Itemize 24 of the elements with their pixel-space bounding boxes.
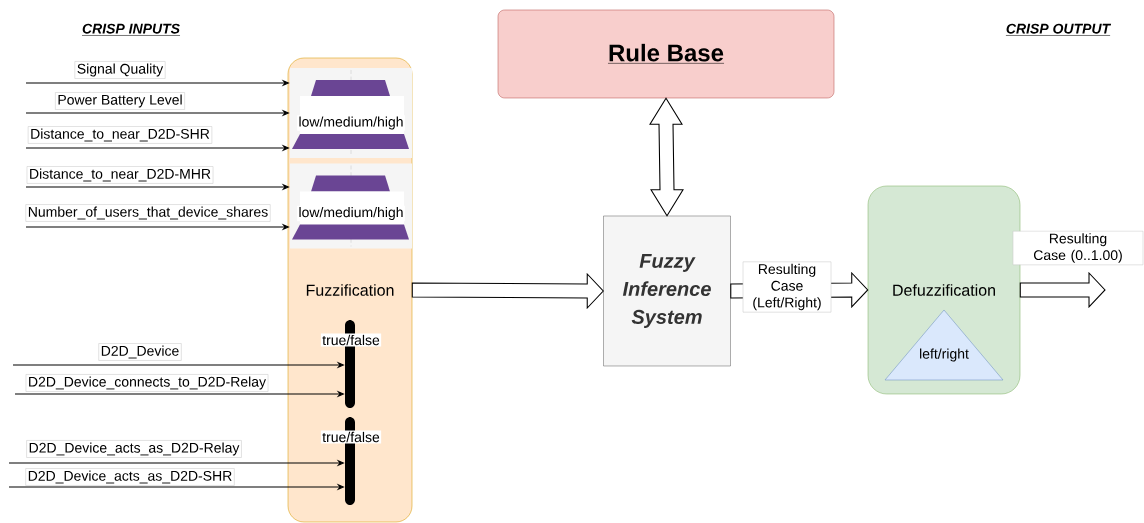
membership-function-drawing: low/medium/high — [290, 68, 412, 158]
boolean-bar: true/false — [320, 417, 382, 505]
inference-box: Fuzzy Inference System — [603, 215, 731, 367]
membership-function-drawing: low/medium/high — [290, 163, 412, 249]
edge-label: D2D_Device_acts_as_D2D-Relay — [26, 440, 242, 458]
block-arrow — [411, 272, 604, 310]
rule-base-box: Rule Base — [497, 9, 835, 99]
section-heading: CRISP OUTPUT — [1005, 23, 1112, 36]
node-label: true/false — [322, 334, 380, 346]
edge-label: Resulting Case (0..1.00) — [1012, 230, 1144, 266]
edge-label: Resulting Case (Left/Right) — [742, 261, 832, 313]
edge-label: Power Battery Level — [55, 92, 185, 110]
edge-label: D2D_Device_acts_as_D2D-SHR — [25, 468, 235, 486]
block-arrow — [649, 97, 684, 217]
edge-label: D2D_Device_connects_to_D2D-Relay — [25, 374, 269, 392]
section-heading: CRISP INPUTS — [81, 23, 181, 36]
node-label: true/false — [322, 431, 380, 443]
edge-label: Number_of_users_that_device_shares — [25, 204, 271, 222]
boolean-bar: true/false — [320, 320, 382, 408]
edge-label: Signal Quality — [74, 61, 166, 79]
block-arrow — [1019, 271, 1106, 309]
edge-label: Distance_to_near_D2D-SHR — [27, 126, 213, 144]
edge-label: D2D_Device — [98, 343, 182, 361]
edge-label: Distance_to_near_D2D-MHR — [26, 166, 214, 184]
